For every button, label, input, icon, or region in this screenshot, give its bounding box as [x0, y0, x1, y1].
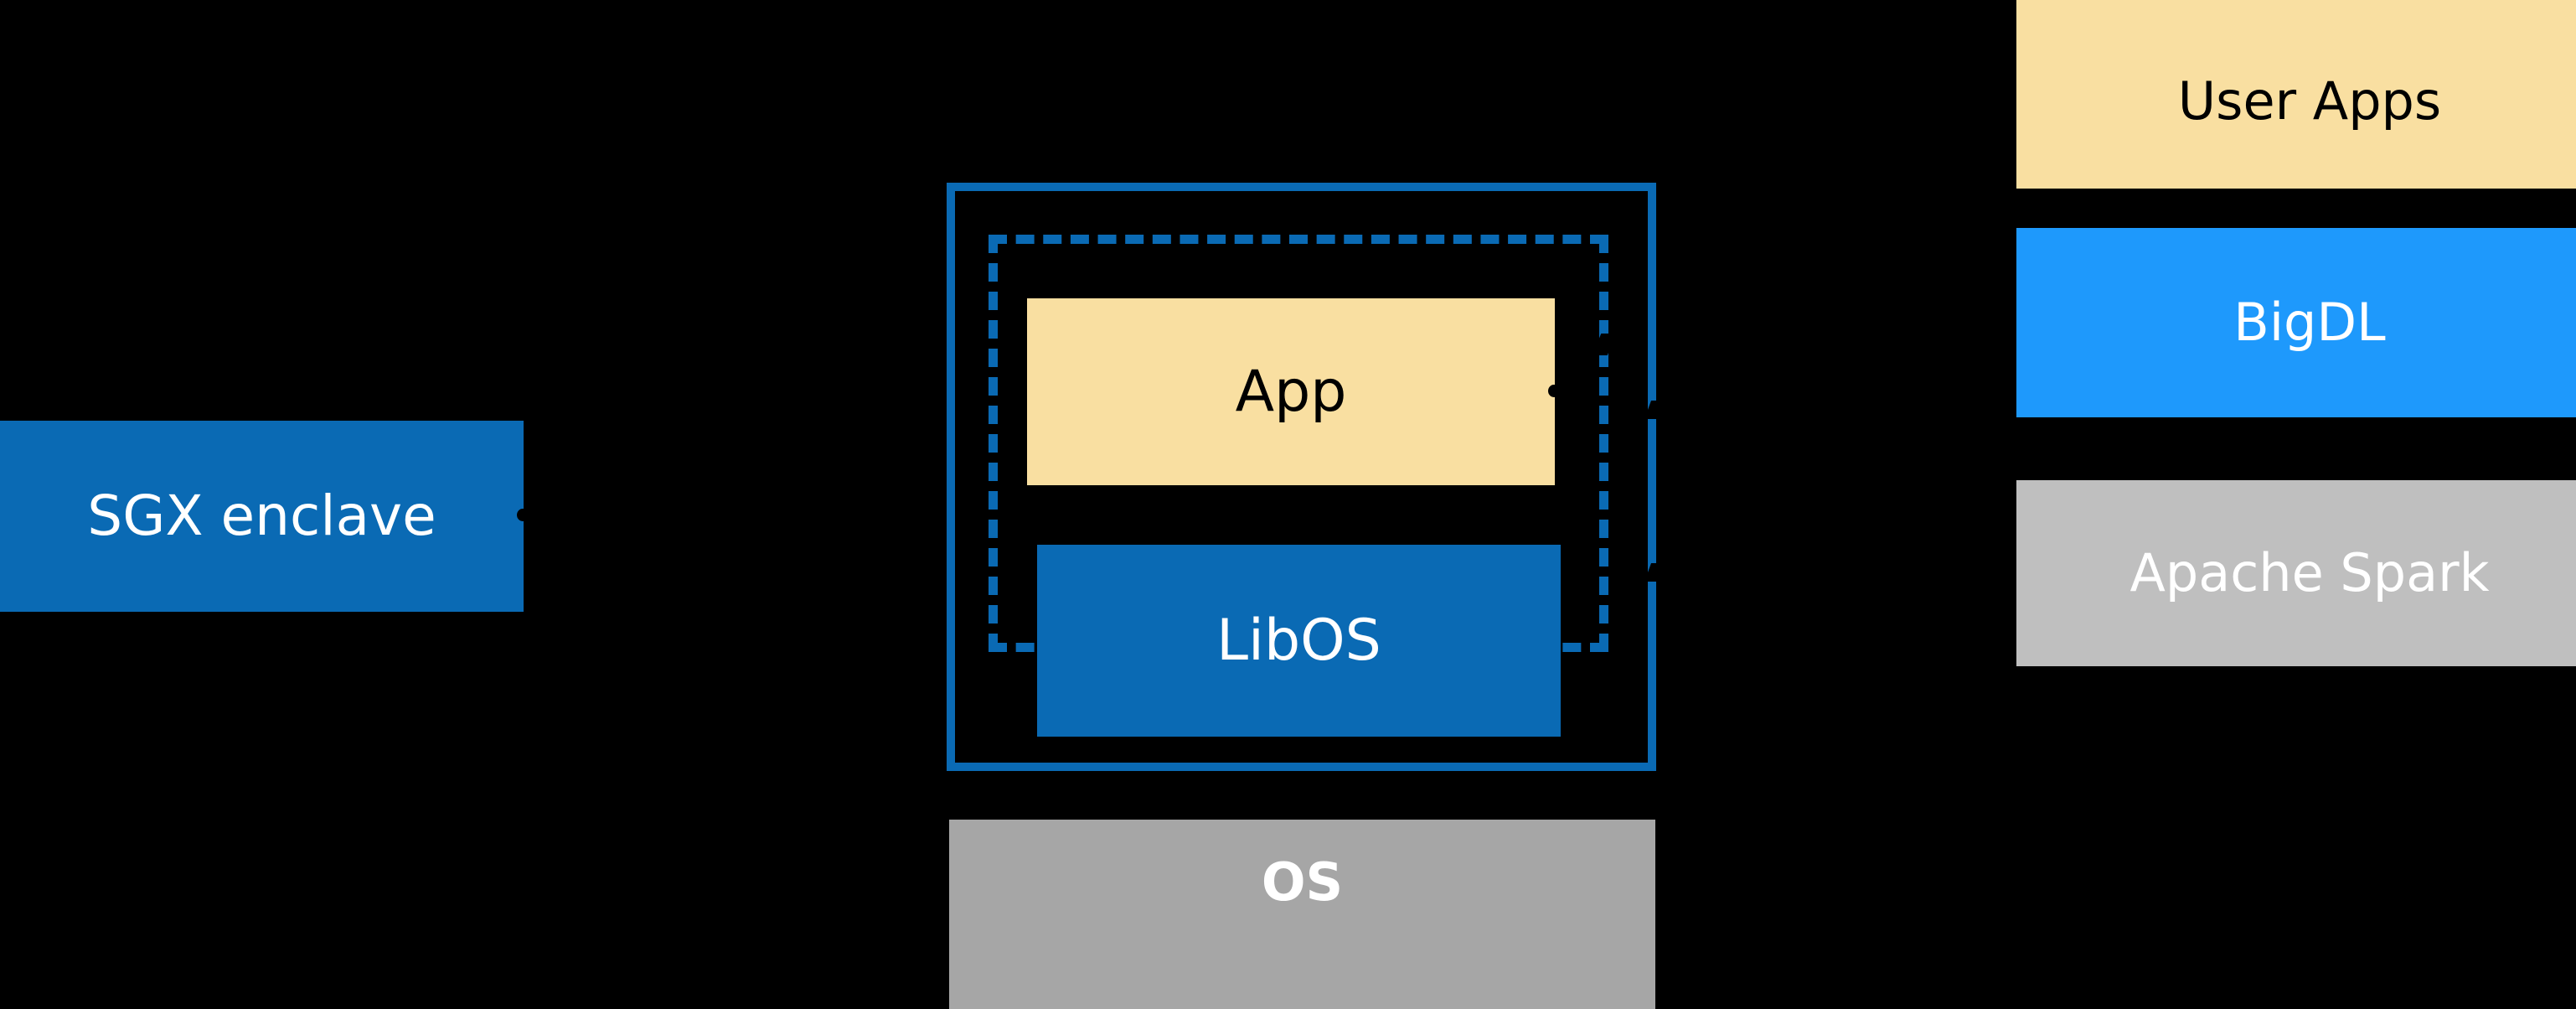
os-box[interactable]: OS	[949, 820, 1655, 1009]
libos-box[interactable]: LibOS	[1037, 545, 1561, 737]
user-apps-box[interactable]: User Apps	[2016, 0, 2576, 189]
os-label: OS	[1261, 851, 1344, 913]
app-box[interactable]: App	[1027, 298, 1555, 485]
app-connector-endpoint-dot	[1548, 385, 1560, 397]
app-label: App	[1235, 358, 1347, 425]
apache-spark-box[interactable]: Apache Spark	[2016, 480, 2576, 666]
bigdl-label: BigDL	[2233, 292, 2386, 354]
enclave-outer-boundary-frame	[947, 183, 1656, 771]
sgx-connector-endpoint-dot	[517, 509, 529, 521]
libos-label: LibOS	[1216, 607, 1381, 674]
sgx-enclave-label: SGX enclave	[87, 484, 436, 549]
sgx-enclave-box[interactable]: SGX enclave	[0, 421, 524, 612]
user-apps-label: User Apps	[2177, 70, 2442, 132]
apache-spark-label: Apache Spark	[2129, 542, 2490, 604]
bigdl-box[interactable]: BigDL	[2016, 228, 2576, 417]
